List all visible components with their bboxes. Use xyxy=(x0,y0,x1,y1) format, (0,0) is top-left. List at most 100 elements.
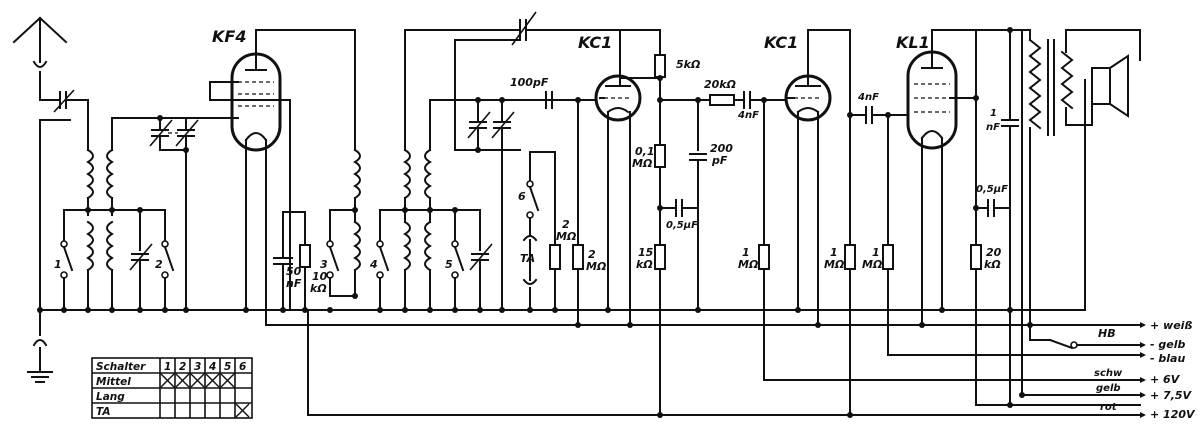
terminal-weiss: + weiß xyxy=(1150,319,1192,332)
res-1mb-label: 1 xyxy=(830,246,838,259)
resistor-1m-c xyxy=(882,244,894,270)
tube-kc1-a-label: KC1 xyxy=(578,33,612,52)
resistor-2m-b xyxy=(572,244,584,270)
cap-4nf-b-label: 4nF xyxy=(857,92,879,103)
terminal-blau: - blau xyxy=(1150,352,1185,365)
hb-label: HB xyxy=(1098,327,1116,340)
junction-dots xyxy=(37,27,1033,418)
table-cross-mark xyxy=(190,373,205,388)
table-header-3: 3 xyxy=(194,361,201,373)
res-10-label: 10 xyxy=(312,270,328,283)
loudspeaker-icon xyxy=(1091,29,1141,126)
cap-100pf-label: 100pF xyxy=(510,76,549,89)
tube-kf4-label: KF4 xyxy=(212,27,246,46)
wire-schw-label: schw xyxy=(1094,368,1123,379)
resistor-2m-a xyxy=(549,244,561,270)
switch-3-label: 3 xyxy=(320,258,328,271)
cap-05uf-b-label: 0,5μF xyxy=(976,184,1008,195)
res-1ma-unit: MΩ xyxy=(738,258,758,271)
wire-gelb-label: gelb xyxy=(1096,383,1121,394)
switch-1 xyxy=(60,240,74,311)
table-cross-mark xyxy=(160,373,175,388)
terminal-arrows xyxy=(1140,322,1146,418)
cap-1nf-unit: nF xyxy=(986,122,1000,133)
res-15k-unit: kΩ xyxy=(636,258,653,271)
terminal-gelb: - gelb xyxy=(1150,338,1186,351)
tube-kf4 xyxy=(230,29,282,152)
reaction-capacitor xyxy=(511,11,537,46)
coil-anode-kf4 xyxy=(353,148,361,200)
ta-label: TA xyxy=(520,252,535,265)
cap-4nf-a-label: 4nF xyxy=(737,110,759,121)
cap-50-label: 50 xyxy=(286,265,302,278)
res-20k-label: 20kΩ xyxy=(704,78,736,91)
coil-stage2-secondary xyxy=(424,148,432,200)
resistor-15k xyxy=(654,244,666,270)
antenna-icon xyxy=(12,16,68,101)
antenna-trimmer-capacitor xyxy=(53,89,89,151)
res-2ma-unit: MΩ xyxy=(556,230,576,243)
switch-2-label: 2 xyxy=(155,258,163,271)
input-coil-primary xyxy=(86,148,94,200)
switch-4-label: 4 xyxy=(369,258,378,271)
res-1mc-unit: MΩ xyxy=(862,258,882,271)
switch-position-table: Schalter 1 2 3 4 5 6 Mittel Lang TA xyxy=(91,357,253,419)
input-coil-secondary xyxy=(106,117,189,216)
table-cross-mark xyxy=(175,373,190,388)
switch-5-label: 5 xyxy=(445,258,453,271)
table-cross-mark xyxy=(235,403,250,418)
switch-4 xyxy=(376,240,390,311)
res-2ma-label: 2 xyxy=(562,218,570,231)
switch-hb xyxy=(1048,338,1141,350)
tube-kc1-a xyxy=(594,74,642,122)
switch-3 xyxy=(326,240,340,297)
coil-lower-left-b xyxy=(106,220,114,311)
res-20kb-unit: kΩ xyxy=(984,258,1001,271)
table-row-label-lang: Lang xyxy=(96,391,125,403)
terminal-plus6v: + 6V xyxy=(1150,373,1181,386)
coil-stage2-lower-a xyxy=(403,220,411,272)
terminal-labels: + weiß - gelb - blau + 6V + 7,5V + 120V xyxy=(1150,319,1196,421)
res-2mb-label: 2 xyxy=(588,248,596,261)
cap-05uf-a-label: 0,5μF xyxy=(666,220,698,231)
table-header-4: 4 xyxy=(208,361,216,373)
terminal-plus120v: + 120V xyxy=(1150,408,1196,421)
tube-kc1-b-label: KC1 xyxy=(764,33,798,52)
table-cross-mark xyxy=(220,373,235,388)
tube-kl1-label: KL1 xyxy=(896,33,930,52)
switch-6-label: 6 xyxy=(518,190,526,203)
res-10-unit: kΩ xyxy=(310,282,327,295)
resistor-01m xyxy=(654,144,666,168)
cap-200-unit: pF xyxy=(711,154,728,167)
res-1mb-unit: MΩ xyxy=(824,258,844,271)
dual-tuning-capacitor-stage2 xyxy=(467,111,515,139)
wire-rot-label: rot xyxy=(1100,402,1118,413)
cap-1nf-label: 1 xyxy=(990,108,997,119)
table-row-label-ta: TA xyxy=(96,406,110,418)
resistor-20k xyxy=(709,94,735,106)
dual-tuning-capacitor-input xyxy=(149,119,199,147)
res-5k-label: 5kΩ xyxy=(676,58,700,71)
table-marks xyxy=(160,373,250,418)
cap-200-label: 200 xyxy=(710,142,733,155)
switch-1-label: 1 xyxy=(54,258,62,271)
resistor-10k xyxy=(299,244,311,268)
switch-5 xyxy=(451,240,465,311)
switch-6 xyxy=(526,180,540,219)
res-2mb-unit: MΩ xyxy=(586,260,606,273)
pickup-ta-icon xyxy=(522,235,538,285)
coil-anode-kf4-lower xyxy=(353,220,361,272)
table-cross-mark xyxy=(205,373,220,388)
resistor-5k xyxy=(654,54,666,78)
coil-stage2-lower-b xyxy=(424,220,432,272)
res-01m-label: 0,1 xyxy=(635,145,655,158)
table-header-2: 2 xyxy=(179,361,186,373)
res-15k-label: 15 xyxy=(638,246,654,259)
table-header-1: 1 xyxy=(164,361,171,373)
table-header-schalter: Schalter xyxy=(96,361,146,373)
resistor-1m-a xyxy=(758,244,770,270)
table-header-6: 6 xyxy=(239,361,246,373)
resistor-20k-b xyxy=(970,244,982,270)
res-1ma-label: 1 xyxy=(742,246,750,259)
